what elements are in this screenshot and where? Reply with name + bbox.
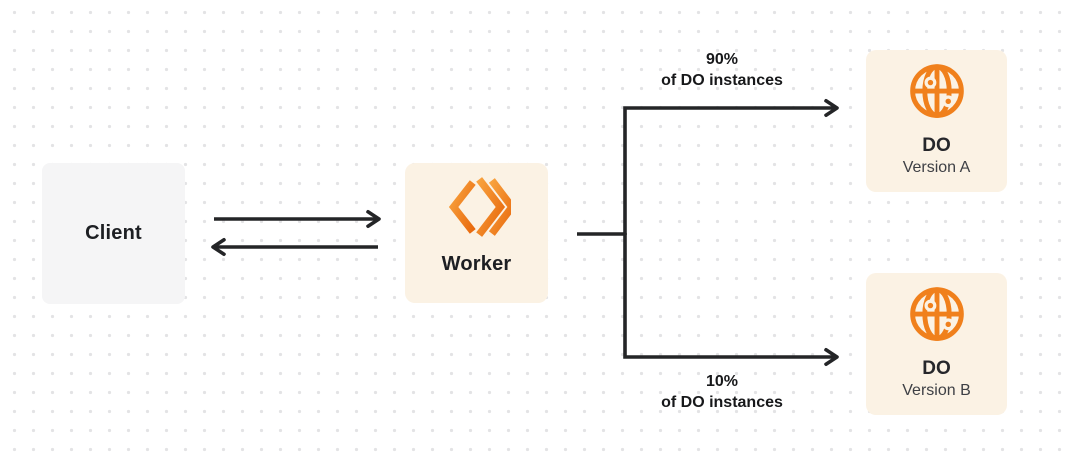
split-label-10: 10% of DO instances xyxy=(611,371,833,413)
split-90-percent: 90% xyxy=(705,51,739,68)
workers-icon xyxy=(448,177,511,237)
do-b-title: DO xyxy=(922,358,951,379)
split-10-percent: 10% xyxy=(705,373,739,390)
worker-label: Worker xyxy=(441,253,512,275)
client-label: Client xyxy=(85,222,142,244)
do-a-title: DO xyxy=(922,135,951,156)
split-label-90: 90% of DO instances xyxy=(611,49,833,91)
globe-icon xyxy=(909,287,964,341)
split-90-caption: of DO instances xyxy=(661,72,783,89)
branch-arrow-bottom xyxy=(623,233,839,366)
node-client: Client xyxy=(42,163,185,304)
node-do-version-a: DO Version A xyxy=(866,50,1007,192)
node-worker: Worker xyxy=(405,163,548,303)
do-a-subtitle: Version A xyxy=(902,159,971,176)
globe-icon xyxy=(909,64,964,118)
do-b-subtitle: Version B xyxy=(902,382,971,399)
branch-arrow-top xyxy=(623,99,839,235)
split-10-caption: of DO instances xyxy=(661,394,783,411)
node-do-version-b: DO Version B xyxy=(866,273,1007,415)
